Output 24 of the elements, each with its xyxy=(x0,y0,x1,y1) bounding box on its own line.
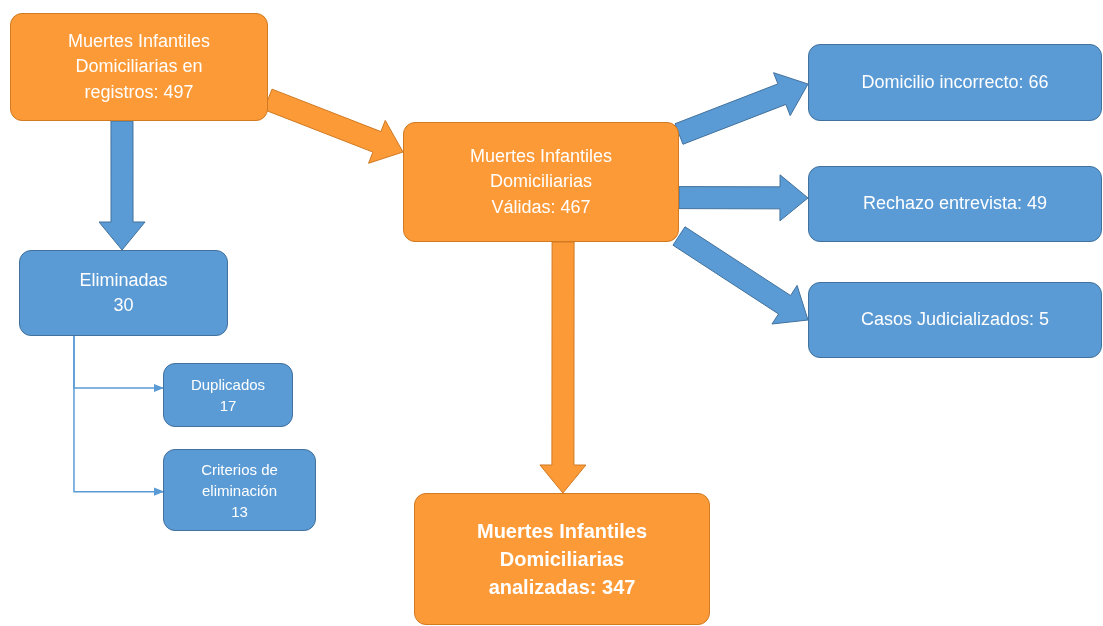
process-box xyxy=(19,250,228,336)
node-label: Muertes Infantiles Domiciliarias analizadas: 347 xyxy=(475,519,648,600)
process-box xyxy=(163,449,316,531)
node-label: Duplicados 17 xyxy=(189,375,267,416)
block-arrow xyxy=(674,72,809,145)
process-box xyxy=(808,44,1102,121)
process-box xyxy=(808,282,1102,358)
node-label: Rechazo entrevista: 49 xyxy=(862,192,1048,216)
process-box xyxy=(414,493,710,625)
process-box xyxy=(163,363,293,427)
node-label: Muertes Infantiles Domiciliarias Válidas: 467 xyxy=(468,145,614,219)
arrow xyxy=(73,335,165,496)
node-label: Casos Judicializados: 5 xyxy=(860,308,1050,332)
process-box xyxy=(403,122,679,242)
node-label: Domicilio incorrecto: 66 xyxy=(861,70,1049,94)
node-label: Eliminadas 30 xyxy=(78,268,169,317)
process-box xyxy=(10,13,268,121)
node-label: Muertes Infantiles Domiciliarias en registros: 497 xyxy=(66,30,212,104)
block-arrow xyxy=(539,241,587,494)
process-box xyxy=(808,166,1102,242)
block-arrow xyxy=(98,120,146,251)
node-label: Criterios de eliminación 13 xyxy=(200,459,279,522)
block-arrow xyxy=(672,226,809,325)
block-arrow xyxy=(678,174,809,222)
